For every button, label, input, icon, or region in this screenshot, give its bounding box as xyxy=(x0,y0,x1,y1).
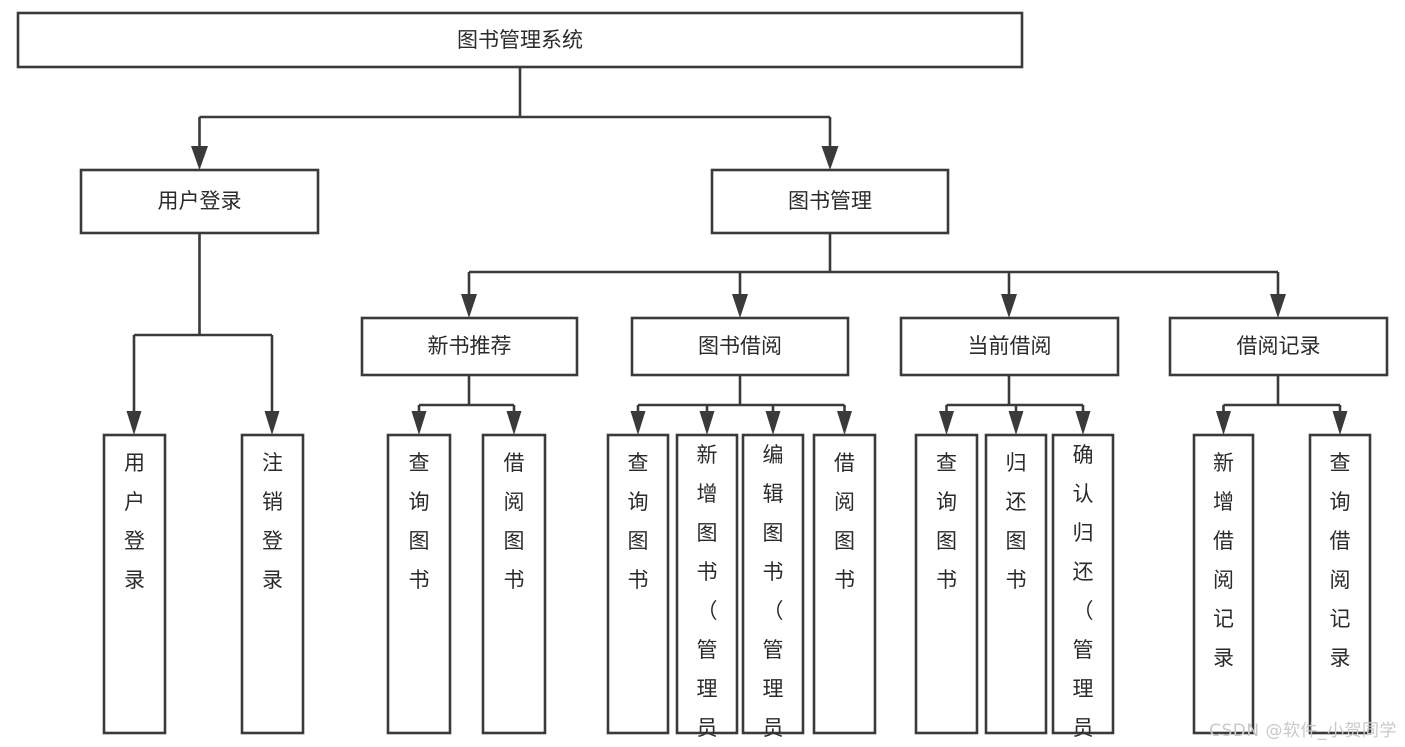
leaf-nb-query-books-box[interactable] xyxy=(386,433,452,735)
leaf-cb-confirm-return-admin-label: 确认归还（管理员） xyxy=(1073,443,1094,747)
leaf-br-add-record-label: 新增借阅记录 xyxy=(1213,451,1234,670)
leaf-logout-box[interactable] xyxy=(240,433,305,735)
leaf-bb-edit-book-admin-box[interactable] xyxy=(741,433,805,735)
connector-layer xyxy=(126,67,1348,435)
arrowhead-borrow-record xyxy=(1270,294,1286,318)
leaf-nb-borrow-books-box[interactable] xyxy=(481,433,547,735)
node-new-book-recommend-label: 新书推荐 xyxy=(428,334,512,358)
leaf-bb-query-books-box[interactable] xyxy=(606,433,670,735)
leaf-nb-query-books[interactable]: 查询图书 xyxy=(386,433,452,735)
leaf-bb-add-book-admin-box[interactable] xyxy=(675,433,739,735)
node-root-label: 图书管理系统 xyxy=(457,28,583,52)
leaf-cb-query-books-label: 查询图书 xyxy=(936,451,957,592)
leaf-br-add-record[interactable]: 新增借阅记录 xyxy=(1192,433,1255,735)
arrowhead-nb-leaf-2 xyxy=(506,411,522,435)
leaf-cb-query-books-box[interactable] xyxy=(914,433,979,735)
arrowhead-bb-leaf-4 xyxy=(837,411,852,435)
leaf-bb-borrow-books-label: 借阅图书 xyxy=(834,451,855,592)
arrowhead-br-leaf-2 xyxy=(1332,411,1348,435)
node-root[interactable]: 图书管理系统 xyxy=(16,11,1024,69)
leaf-nb-borrow-books[interactable]: 借阅图书 xyxy=(481,433,547,735)
arrowhead-new-book xyxy=(461,294,477,318)
node-borrow-record-label: 借阅记录 xyxy=(1237,334,1321,358)
node-book-management-box[interactable] xyxy=(710,168,950,235)
node-current-borrow-label: 当前借阅 xyxy=(968,334,1052,358)
node-book-borrow-box[interactable] xyxy=(630,316,850,377)
arrowhead-bb-leaf-2 xyxy=(699,411,715,435)
leaf-bb-add-book-admin-label: 新增图书（管理员） xyxy=(697,443,718,747)
arrowhead-cb-leaf-3 xyxy=(1075,411,1091,435)
arrowhead-cb-leaf-2 xyxy=(1008,411,1024,435)
arrowhead-book-mgmt xyxy=(821,146,839,170)
node-new-book-recommend-box[interactable] xyxy=(360,316,579,377)
leaf-bb-query-books-label: 查询图书 xyxy=(628,451,649,592)
leaf-br-add-record-box[interactable] xyxy=(1192,433,1255,735)
node-book-management-label: 图书管理 xyxy=(788,189,872,213)
leaf-br-query-record-box[interactable] xyxy=(1308,433,1372,735)
arrowhead-current-borrow xyxy=(1001,294,1017,318)
arrowhead-cb-leaf-1 xyxy=(939,411,954,435)
leaf-cb-query-books[interactable]: 查询图书 xyxy=(914,433,979,735)
leaf-br-query-record[interactable]: 查询借阅记录 xyxy=(1308,433,1372,735)
leaf-user-login[interactable]: 用户登录 xyxy=(102,433,167,735)
arrowhead-leaf-user-login xyxy=(126,411,142,435)
leaf-nb-query-books-label: 查询图书 xyxy=(409,451,430,592)
node-book-management[interactable]: 图书管理 xyxy=(710,168,950,235)
leaf-nb-borrow-books-label: 借阅图书 xyxy=(504,451,525,592)
node-borrow-record-box[interactable] xyxy=(1168,316,1389,377)
node-user-login[interactable]: 用户登录 xyxy=(79,168,320,235)
arrowhead-nb-leaf-1 xyxy=(411,411,427,435)
leaf-br-query-record-label: 查询借阅记录 xyxy=(1330,451,1351,670)
arrowhead-br-leaf-1 xyxy=(1216,411,1231,435)
node-book-borrow[interactable]: 图书借阅 xyxy=(630,316,850,377)
leaf-logout-label: 注销登录 xyxy=(262,451,283,592)
node-current-borrow-box[interactable] xyxy=(899,316,1120,377)
leaf-user-login-label: 用户登录 xyxy=(124,451,145,592)
leaf-cb-return-books-box[interactable] xyxy=(984,433,1048,735)
leaf-bb-query-books[interactable]: 查询图书 xyxy=(606,433,670,735)
leaf-user-login-box[interactable] xyxy=(102,433,167,735)
arrowhead-bb-leaf-1 xyxy=(630,411,646,435)
leaf-bb-edit-book-admin[interactable]: 编辑图书（管理员） xyxy=(741,433,805,747)
leaf-bb-borrow-books-box[interactable] xyxy=(812,433,877,735)
leaf-logout[interactable]: 注销登录 xyxy=(240,433,305,735)
leaf-bb-borrow-books[interactable]: 借阅图书 xyxy=(812,433,877,735)
leaf-cb-confirm-return-admin-box[interactable] xyxy=(1051,433,1115,735)
node-new-book-recommend[interactable]: 新书推荐 xyxy=(360,316,579,377)
csdn-watermark: CSDN @软件_小贺同学 xyxy=(1209,721,1397,741)
node-root-box[interactable] xyxy=(16,11,1024,69)
arrowhead-bb-leaf-3 xyxy=(765,411,781,435)
leaf-bb-edit-book-admin-label: 编辑图书（管理员） xyxy=(763,443,784,747)
node-borrow-record[interactable]: 借阅记录 xyxy=(1168,316,1389,377)
node-current-borrow[interactable]: 当前借阅 xyxy=(899,316,1120,377)
leaf-bb-add-book-admin[interactable]: 新增图书（管理员） xyxy=(675,433,739,747)
arrowhead-leaf-logout xyxy=(264,411,280,435)
node-book-borrow-label: 图书借阅 xyxy=(698,334,782,358)
arrowhead-book-borrow xyxy=(732,294,748,318)
node-user-login-box[interactable] xyxy=(79,168,320,235)
leaf-cb-confirm-return-admin[interactable]: 确认归还（管理员） xyxy=(1051,433,1115,747)
leaf-cb-return-books-label: 归还图书 xyxy=(1006,451,1027,592)
leaf-cb-return-books[interactable]: 归还图书 xyxy=(984,433,1048,735)
node-user-login-label: 用户登录 xyxy=(158,189,242,213)
arrowhead-user-login xyxy=(191,146,208,170)
